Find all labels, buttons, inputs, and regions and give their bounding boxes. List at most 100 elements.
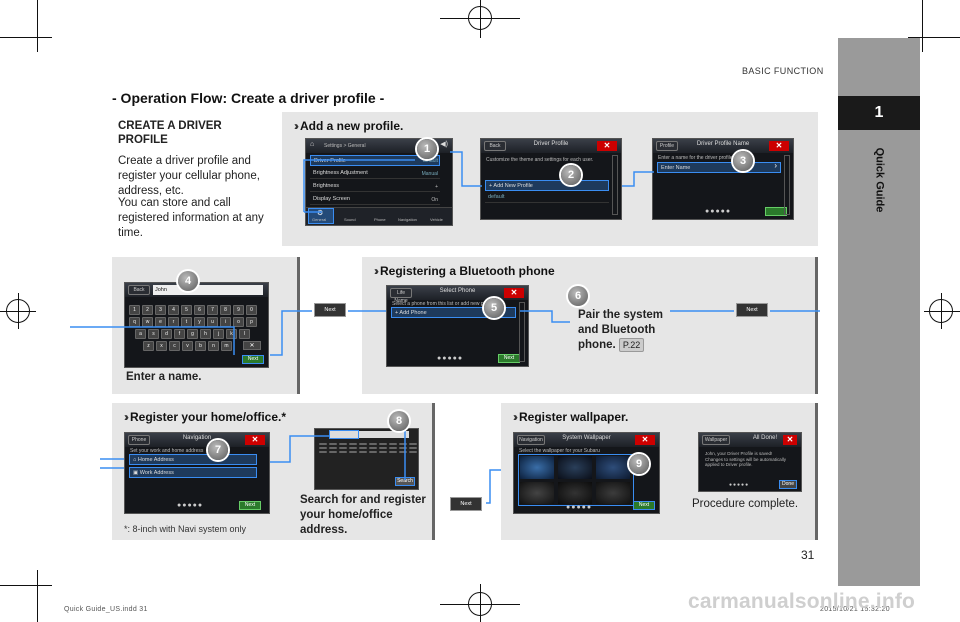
name-input[interactable]: John xyxy=(153,285,263,295)
key[interactable]: c xyxy=(169,341,180,351)
key[interactable]: 4 xyxy=(168,305,179,315)
address-input[interactable] xyxy=(329,431,409,438)
key[interactable]: a xyxy=(135,329,146,339)
scrollbar[interactable] xyxy=(519,302,525,362)
key[interactable]: d xyxy=(161,329,172,339)
row-brightness-adjust[interactable]: Brightness Adjustment xyxy=(310,168,440,179)
key[interactable] xyxy=(399,443,407,445)
key[interactable] xyxy=(329,447,337,449)
done-button[interactable]: Done xyxy=(779,480,797,489)
close-icon[interactable]: ✕ xyxy=(635,435,655,445)
back-button[interactable]: Back xyxy=(484,141,506,151)
search-keyboard[interactable] xyxy=(319,443,417,453)
key[interactable]: 5 xyxy=(181,305,192,315)
key[interactable] xyxy=(409,451,417,453)
row-add-phone[interactable]: + Add Phone xyxy=(391,307,516,318)
key[interactable]: l xyxy=(239,329,250,339)
key[interactable]: 8 xyxy=(220,305,231,315)
key[interactable]: o xyxy=(233,317,244,327)
next-button[interactable]: Next xyxy=(242,355,264,364)
row-home-address[interactable]: ⌂ Home Address xyxy=(129,454,257,465)
key[interactable] xyxy=(349,451,357,453)
key[interactable] xyxy=(409,443,417,445)
key[interactable] xyxy=(409,447,417,449)
key[interactable] xyxy=(379,447,387,449)
key[interactable] xyxy=(369,443,377,445)
key[interactable]: x xyxy=(156,341,167,351)
key[interactable] xyxy=(319,451,327,453)
back-button[interactable]: Navigation xyxy=(517,435,545,445)
key[interactable]: n xyxy=(208,341,219,351)
key[interactable] xyxy=(349,447,357,449)
key[interactable]: g xyxy=(187,329,198,339)
key[interactable] xyxy=(349,443,357,445)
key[interactable] xyxy=(369,447,377,449)
key[interactable] xyxy=(399,447,407,449)
back-button[interactable]: Life Name xyxy=(390,288,412,304)
key[interactable] xyxy=(379,443,387,445)
back-button[interactable]: Wallpaper xyxy=(702,435,730,445)
row-display-screen[interactable]: Display Screen xyxy=(310,194,440,205)
scrollbar[interactable] xyxy=(784,155,790,215)
key[interactable]: b xyxy=(195,341,206,351)
key[interactable] xyxy=(329,443,337,445)
key[interactable]: v xyxy=(182,341,193,351)
key[interactable]: p xyxy=(246,317,257,327)
key[interactable] xyxy=(339,443,347,445)
key[interactable] xyxy=(399,451,407,453)
key[interactable]: 1 xyxy=(129,305,140,315)
row-enter-name[interactable]: Enter Name xyxy=(657,162,781,173)
scrollbar[interactable] xyxy=(612,155,618,215)
key[interactable] xyxy=(319,447,327,449)
wallpaper-thumb[interactable] xyxy=(596,482,630,504)
key[interactable] xyxy=(359,443,367,445)
back-button[interactable]: Profile xyxy=(656,141,678,151)
key[interactable] xyxy=(379,451,387,453)
keyboard-backspace[interactable]: ✕ xyxy=(243,341,261,350)
close-icon[interactable]: ✕ xyxy=(504,288,524,298)
back-button[interactable]: Back xyxy=(128,285,150,295)
key[interactable]: 7 xyxy=(207,305,218,315)
close-icon[interactable]: ✕ xyxy=(597,141,617,151)
wallpaper-thumb[interactable] xyxy=(596,456,630,479)
row-brightness[interactable]: Brightness xyxy=(310,181,440,192)
key[interactable] xyxy=(389,451,397,453)
key[interactable]: m xyxy=(221,341,232,351)
key[interactable]: s xyxy=(148,329,159,339)
close-icon[interactable]: ✕ xyxy=(769,141,789,151)
key[interactable] xyxy=(339,447,347,449)
wallpaper-thumb[interactable] xyxy=(558,456,592,479)
key[interactable]: k xyxy=(226,329,237,339)
key[interactable] xyxy=(369,451,377,453)
key[interactable]: 2 xyxy=(142,305,153,315)
key[interactable] xyxy=(359,447,367,449)
key[interactable]: 6 xyxy=(194,305,205,315)
key[interactable]: f xyxy=(174,329,185,339)
key[interactable]: z xyxy=(143,341,154,351)
row-add-new-profile[interactable]: + Add New Profile xyxy=(485,180,609,191)
key[interactable]: j xyxy=(213,329,224,339)
next-button[interactable]: Next xyxy=(239,501,261,510)
row-default[interactable]: default xyxy=(485,192,609,203)
key[interactable]: h xyxy=(200,329,211,339)
key[interactable] xyxy=(389,443,397,445)
key[interactable]: 9 xyxy=(233,305,244,315)
wallpaper-thumb[interactable] xyxy=(520,456,554,479)
next-button[interactable]: Next xyxy=(633,501,655,510)
key[interactable]: 0 xyxy=(246,305,257,315)
close-icon[interactable]: ✕ xyxy=(783,435,797,445)
key[interactable] xyxy=(339,451,347,453)
wallpaper-thumb[interactable] xyxy=(558,482,592,504)
row-work-address[interactable]: ▣ Work Address xyxy=(129,467,257,478)
key[interactable] xyxy=(389,447,397,449)
key[interactable] xyxy=(319,443,327,445)
back-button[interactable]: Phone xyxy=(128,435,150,445)
key[interactable] xyxy=(359,451,367,453)
next-button[interactable] xyxy=(765,207,787,216)
key[interactable]: 3 xyxy=(155,305,166,315)
key[interactable] xyxy=(329,451,337,453)
